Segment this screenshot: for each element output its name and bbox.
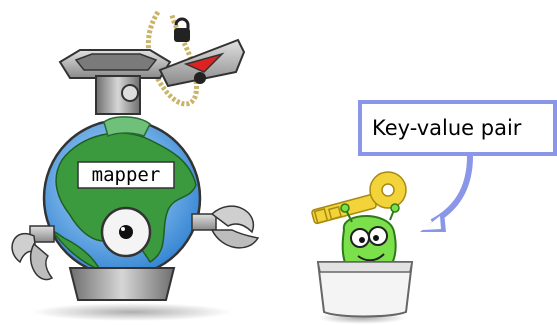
mapper-label: mapper bbox=[91, 164, 161, 186]
key-value-callout bbox=[358, 100, 557, 232]
value-box bbox=[316, 261, 414, 318]
mapper-robot bbox=[11, 10, 260, 321]
robot-shadow bbox=[32, 303, 232, 321]
machine-base bbox=[68, 267, 176, 301]
callout-text: Key-value pair bbox=[372, 116, 522, 140]
robot-eye bbox=[100, 206, 152, 258]
right-claw-icon bbox=[191, 205, 260, 249]
machine-cap bbox=[58, 38, 246, 88]
critter-value bbox=[316, 203, 414, 324]
left-claw-icon bbox=[11, 225, 55, 281]
callout-box bbox=[358, 100, 557, 156]
callout-arrow bbox=[430, 155, 473, 225]
padlock-icon bbox=[174, 17, 190, 42]
mapper-label-plate bbox=[77, 161, 175, 189]
